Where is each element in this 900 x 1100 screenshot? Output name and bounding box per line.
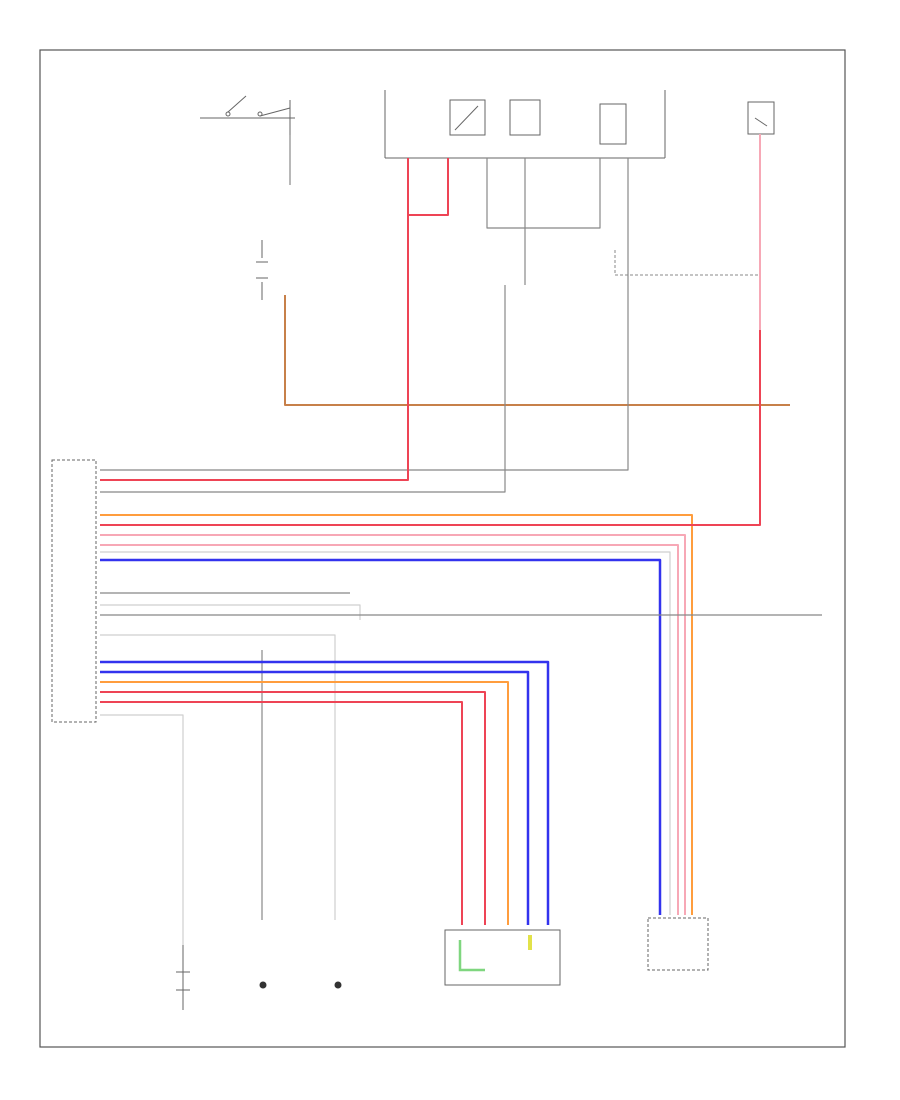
wire-orange-17 xyxy=(100,681,509,925)
wires xyxy=(100,134,822,945)
fuse-block xyxy=(747,101,775,135)
wire-gray-1 xyxy=(100,310,629,471)
wire-red-2 xyxy=(100,185,409,481)
wire-brown-0 xyxy=(284,295,790,406)
wire-red-18 xyxy=(100,691,486,925)
diagram-frame xyxy=(39,49,846,1048)
ignition-switch xyxy=(200,95,295,135)
wire-lightgray-20 xyxy=(100,714,184,945)
wire-lightgray-8 xyxy=(100,551,671,915)
wire-blue-15 xyxy=(100,660,550,925)
bottom-ground-a xyxy=(259,981,267,989)
wire-pink-6 xyxy=(100,534,686,915)
wire-gray-3 xyxy=(100,285,506,493)
wire-lightgray-11 xyxy=(100,604,361,620)
speed-sensor-connector xyxy=(647,917,709,971)
wire-red-22 xyxy=(407,158,449,216)
transmission-sensor-module xyxy=(444,929,561,986)
wire-orange-4 xyxy=(100,514,693,915)
engine-control-module xyxy=(51,459,97,723)
wire-gray-23 xyxy=(486,158,601,229)
wire-red-19 xyxy=(100,701,463,925)
wire-pink-7 xyxy=(100,544,679,915)
park-neutral-switch xyxy=(256,240,268,300)
ground-switch xyxy=(176,945,190,1010)
wire-gray-27 xyxy=(614,250,760,276)
wire-blue-9 xyxy=(100,558,662,915)
wire-red-5 xyxy=(100,330,761,526)
wire-blue-16 xyxy=(100,670,530,925)
engine-control-relay-box xyxy=(384,90,666,159)
wire-lightgray-13 xyxy=(100,634,336,920)
bottom-ground-b xyxy=(334,981,342,989)
